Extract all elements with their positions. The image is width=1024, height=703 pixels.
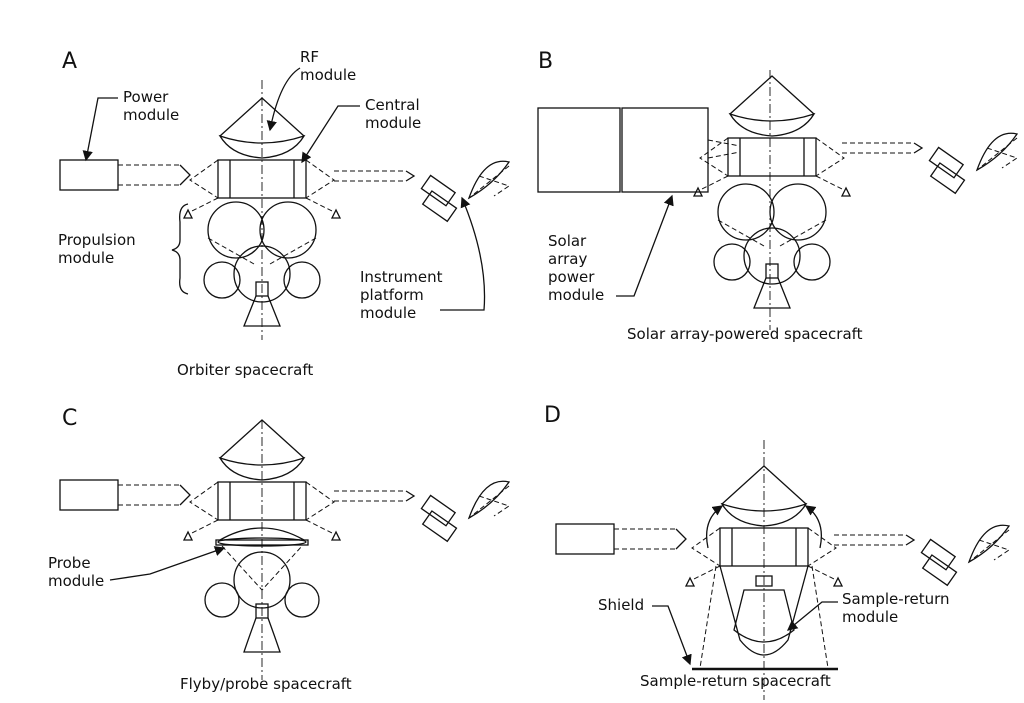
rf-module-label: RF module bbox=[266, 48, 356, 132]
panel-letter: D bbox=[544, 403, 561, 428]
panel-caption: Flyby/probe spacecraft bbox=[180, 675, 352, 693]
panel-caption: Solar array-powered spacecraft bbox=[627, 325, 863, 343]
probe-module-label: Probe module bbox=[48, 546, 226, 590]
svg-text:module: module bbox=[365, 114, 421, 132]
svg-text:Solar: Solar bbox=[548, 232, 587, 250]
svg-text:Shield: Shield bbox=[598, 596, 644, 614]
svg-text:platform: platform bbox=[360, 286, 424, 304]
solar-array-spacecraft-drawing bbox=[537, 69, 1018, 331]
svg-text:array: array bbox=[548, 250, 587, 268]
panel-letter: C bbox=[62, 406, 77, 431]
power-module-label: Power module bbox=[82, 88, 179, 162]
svg-text:Central: Central bbox=[365, 96, 420, 114]
svg-text:module: module bbox=[360, 304, 416, 322]
panel-b: B Solar array power module Solar array-p… bbox=[537, 49, 1018, 343]
panel-caption: Orbiter spacecraft bbox=[177, 361, 313, 379]
solar-array-power-module-label: Solar array power module bbox=[548, 194, 674, 304]
propulsion-module-label: Propulsion module bbox=[58, 231, 136, 267]
panel-a: A RF module Power module Central module … bbox=[58, 48, 510, 379]
svg-text:module: module bbox=[548, 286, 604, 304]
svg-text:Sample-return: Sample-return bbox=[842, 590, 950, 608]
central-module-label: Central module bbox=[301, 96, 421, 164]
svg-text:Propulsion: Propulsion bbox=[58, 231, 136, 249]
svg-text:Power: Power bbox=[123, 88, 169, 106]
flyby-probe-spacecraft-drawing bbox=[59, 419, 510, 681]
solar-array-panel bbox=[537, 107, 621, 193]
svg-text:module: module bbox=[123, 106, 179, 124]
panel-c: C Probe module Flyby/probe spacecraft bbox=[48, 406, 510, 693]
svg-text:module: module bbox=[48, 572, 104, 590]
svg-text:Probe: Probe bbox=[48, 554, 91, 572]
svg-text:module: module bbox=[58, 249, 114, 267]
solar-array-panel bbox=[621, 107, 709, 193]
instrument-platform-module-label: Instrument platform module bbox=[360, 196, 486, 322]
svg-text:Instrument: Instrument bbox=[360, 268, 443, 286]
svg-text:RF: RF bbox=[300, 48, 319, 66]
panel-caption: Sample-return spacecraft bbox=[640, 672, 831, 690]
panel-letter: B bbox=[538, 49, 553, 74]
sample-return-module-label: Sample-return module bbox=[786, 590, 950, 631]
svg-text:module: module bbox=[842, 608, 898, 626]
orbiter-spacecraft-drawing bbox=[59, 79, 510, 341]
svg-text:module: module bbox=[300, 66, 356, 84]
sample-return-spacecraft-drawing bbox=[555, 439, 1010, 701]
svg-text:power: power bbox=[548, 268, 595, 286]
shield-label: Shield bbox=[598, 596, 692, 666]
panel-letter: A bbox=[62, 49, 77, 74]
panel-d: D Shield Sample-return module Sam bbox=[544, 403, 1010, 701]
